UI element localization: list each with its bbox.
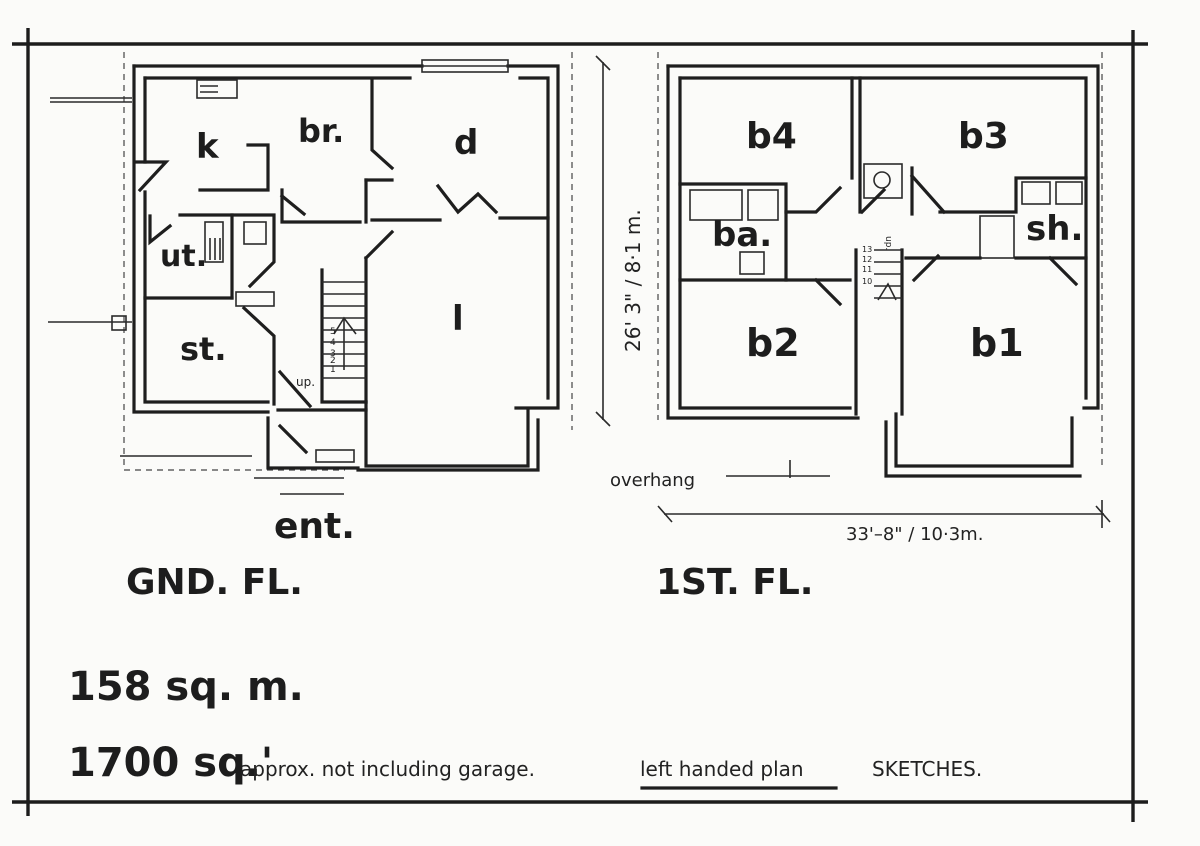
room-label-living: l (452, 299, 464, 339)
stair-step-number: 12 (862, 255, 872, 264)
stair-step-number: 13 (862, 245, 872, 254)
first-stair-step-numbers: 13 12 11 10 (862, 245, 872, 286)
area-imperial: 1700 sq.' (68, 740, 273, 786)
first-floor-plan (657, 52, 1103, 478)
stair-step-number: 1 (330, 365, 336, 375)
stair-step-number: 2 (330, 356, 336, 366)
sheet-frame (12, 28, 1148, 822)
stair-step-number: 5 (330, 327, 336, 337)
area-note: approx. not including garage. (240, 757, 535, 781)
room-label-breakfast: br. (298, 112, 344, 150)
stair-step-number: 4 (330, 338, 336, 348)
ground-floor-title: GND. FL. (126, 562, 303, 603)
depth-dimension-label: 26' 3" / 8·1 m. (621, 209, 645, 352)
room-label-kitchen: k (196, 127, 220, 167)
stair-up-label: up. (296, 375, 315, 389)
overhang-label: overhang (610, 470, 695, 491)
width-dimension-line (657, 500, 1111, 528)
area-metric: 158 sq. m. (68, 664, 304, 710)
room-label-bed4: b4 (746, 116, 797, 157)
width-dimension-label: 33'–8" / 10·3m. (846, 524, 983, 545)
entrance-label: ent. (274, 506, 355, 547)
first-floor-title: 1ST. FL. (656, 562, 813, 603)
first-floor-stair-marker: up. (883, 236, 893, 250)
room-label-bed2: b2 (746, 321, 800, 365)
room-label-bed3: b3 (958, 116, 1009, 157)
ground-stair-step-numbers: 5 4 3 2 1 (330, 327, 336, 375)
depth-dimension-line (595, 55, 611, 427)
sketches-label: SKETCHES. (872, 757, 982, 781)
room-label-utility: ut. (160, 239, 207, 274)
room-label-bath: ba. (712, 215, 772, 255)
room-label-study: st. (180, 330, 227, 368)
room-label-shower: sh. (1026, 209, 1083, 249)
stair-step-number: 10 (862, 277, 872, 286)
ground-floor-plan (48, 52, 573, 495)
plan-type-label: left handed plan (640, 757, 804, 781)
room-label-bed1: b1 (970, 321, 1024, 365)
room-label-dining: d (454, 123, 478, 163)
stair-step-number: 11 (862, 265, 872, 274)
stair-step-number: 3 (330, 349, 336, 359)
